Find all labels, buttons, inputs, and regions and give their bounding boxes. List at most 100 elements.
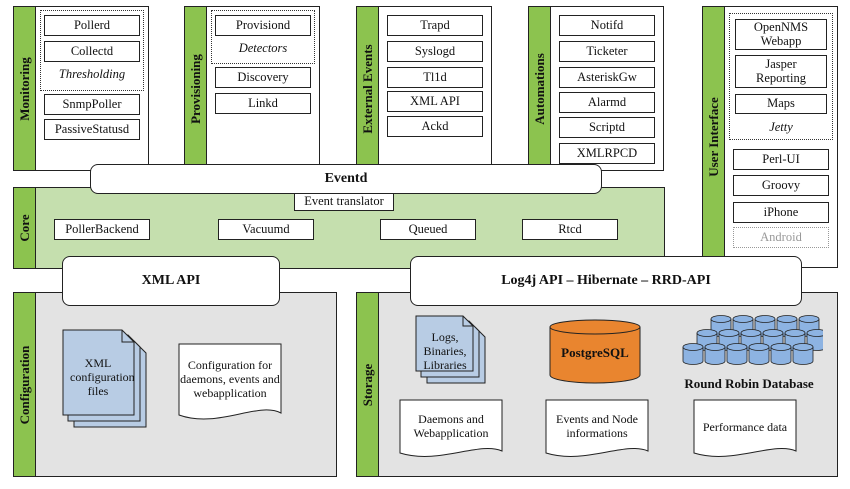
monitoring-label: Monitoring <box>16 56 32 121</box>
user-interface-panel: User Interface OpenNMS Webapp Jasper Rep… <box>702 6 838 268</box>
detectors-label: Detectors <box>238 41 288 55</box>
automations-sidebar: Automations <box>529 7 551 170</box>
rrd-cylinder-top <box>710 315 732 323</box>
round-robin-database-label: Round Robin Database <box>684 376 814 391</box>
postgresql-database-icon <box>549 319 641 384</box>
pollerd-box[interactable]: Pollerd <box>44 15 140 36</box>
rrd-cylinder <box>704 347 726 365</box>
ticketer-box[interactable]: Ticketer <box>559 41 655 62</box>
rrd-cylinder-top <box>776 315 798 323</box>
config-document-icon <box>178 343 282 420</box>
rrd-cylinder <box>726 347 748 365</box>
collectd-box[interactable]: Collectd <box>44 41 140 62</box>
rrd-cylinder-top <box>792 343 814 351</box>
xml-config-files-label: XML configuration files <box>70 356 135 398</box>
xml-config-file-stack-icon <box>62 329 147 428</box>
events-node-label: Events and Node informations <box>556 412 638 440</box>
configuration-label: Configuration <box>16 345 32 424</box>
rrd-cylinder <box>792 347 814 365</box>
storage-api-banner[interactable]: Log4j API – Hibernate – RRD-API <box>410 256 802 306</box>
pollerbackend-box[interactable]: PollerBackend <box>54 219 150 240</box>
performance-data-document-icon <box>693 399 797 457</box>
rrd-cylinder-top <box>806 329 823 337</box>
events-node-document-icon <box>545 399 649 457</box>
snmppoller-box[interactable]: SnmpPoller <box>44 94 140 115</box>
xmlrpcd-box[interactable]: XMLRPCD <box>559 143 655 164</box>
daemons-webapp-document-icon <box>399 399 503 457</box>
rrd-cylinder <box>748 347 770 365</box>
postgresql-label: PostgreSQL <box>561 345 629 360</box>
core-sidebar: Core <box>14 188 36 268</box>
rrd-cylinder-top <box>696 329 718 337</box>
rrd-cylinder-top <box>718 329 740 337</box>
jetty-label: Jetty <box>769 120 793 134</box>
detectors-group <box>211 10 315 64</box>
logs-file-stack-icon <box>415 315 486 384</box>
groovy-box[interactable]: Groovy <box>733 175 829 196</box>
jetty-group <box>729 13 833 140</box>
xml-api-banner[interactable]: XML API <box>62 256 280 306</box>
notifd-box[interactable]: Notifd <box>559 15 655 36</box>
trapd-box[interactable]: Trapd <box>387 15 483 36</box>
storage-label: Storage <box>359 363 375 406</box>
storage-panel: Storage Logs, Binaries, Libraries Postgr… <box>356 292 838 477</box>
xml-api-box[interactable]: XML API <box>387 91 483 112</box>
rrd-cylinder-top <box>748 343 770 351</box>
jasper-reporting-box[interactable]: Jasper Reporting <box>735 55 827 88</box>
automations-panel: Automations Notifd Ticketer AsteriskGw A… <box>528 6 664 171</box>
rtcd-box[interactable]: Rtcd <box>522 219 618 240</box>
configuration-sidebar: Configuration <box>14 293 36 476</box>
rrd-cylinder-top <box>798 315 820 323</box>
monitoring-sidebar: Monitoring <box>14 7 36 170</box>
rrd-cylinder-top <box>784 329 806 337</box>
tl1d-box[interactable]: Tl1d <box>387 67 483 88</box>
rrd-cylinder-top <box>726 343 748 351</box>
eventd-banner[interactable]: Eventd <box>90 164 602 194</box>
linkd-box[interactable]: Linkd <box>215 93 311 114</box>
core-label: Core <box>16 214 32 242</box>
configuration-panel: Configuration XML configuration files Co… <box>13 292 337 477</box>
external-events-panel: External Events Trapd Syslogd Tl1d XML A… <box>356 6 492 171</box>
passivestatusd-box[interactable]: PassiveStatusd <box>44 119 140 140</box>
daemons-webapp-label: Daemons and Webapplication <box>413 412 489 440</box>
rrd-cylinder-top <box>762 329 784 337</box>
external-events-label: External Events <box>359 43 375 134</box>
alarmd-box[interactable]: Alarmd <box>559 92 655 113</box>
config-document-label: Configuration for daemons, events and we… <box>180 358 280 400</box>
rrd-cylinder-top <box>754 315 776 323</box>
discovery-box[interactable]: Discovery <box>215 67 311 88</box>
storage-sidebar: Storage <box>357 293 379 476</box>
provisioning-label: Provisioning <box>187 53 203 124</box>
rrd-cylinder-top <box>740 329 762 337</box>
rrd-cylinder <box>682 347 704 365</box>
rrd-cylinder <box>770 347 792 365</box>
opennms-webapp-box[interactable]: OpenNMS Webapp <box>735 19 827 50</box>
external-events-sidebar: External Events <box>357 7 379 170</box>
rrd-cylinder-top <box>682 343 704 351</box>
user-interface-sidebar: User Interface <box>703 7 725 267</box>
iphone-box[interactable]: iPhone <box>733 202 829 223</box>
round-robin-database-icon <box>682 315 823 365</box>
provisioning-panel: Provisioning Provisiond Detectors Discov… <box>184 6 320 171</box>
android-box: Android <box>733 227 829 248</box>
asteriskgw-box[interactable]: AsteriskGw <box>559 67 655 88</box>
perl-ui-box[interactable]: Perl-UI <box>733 149 829 170</box>
thresholding-group <box>40 10 144 91</box>
thresholding-label: Thresholding <box>58 67 126 81</box>
performance-data-label: Performance data <box>702 420 788 434</box>
rrd-cylinder-top <box>704 343 726 351</box>
rrd-cylinder-top <box>770 343 792 351</box>
monitoring-panel: Monitoring Pollerd Collectd Thresholding… <box>13 6 149 171</box>
user-interface-label: User Interface <box>705 97 721 177</box>
scriptd-box[interactable]: Scriptd <box>559 117 655 138</box>
maps-box[interactable]: Maps <box>735 94 827 114</box>
logs-binaries-libraries-label: Logs, Binaries, Libraries <box>423 330 467 372</box>
vacuumd-box[interactable]: Vacuumd <box>218 219 314 240</box>
queued-box[interactable]: Queued <box>380 219 476 240</box>
syslogd-box[interactable]: Syslogd <box>387 41 483 62</box>
rrd-cylinder-top <box>732 315 754 323</box>
ackd-box[interactable]: Ackd <box>387 116 483 137</box>
event-translator-box[interactable]: Event translator <box>294 193 394 211</box>
provisiond-box[interactable]: Provisiond <box>215 15 311 36</box>
provisioning-sidebar: Provisioning <box>185 7 207 170</box>
